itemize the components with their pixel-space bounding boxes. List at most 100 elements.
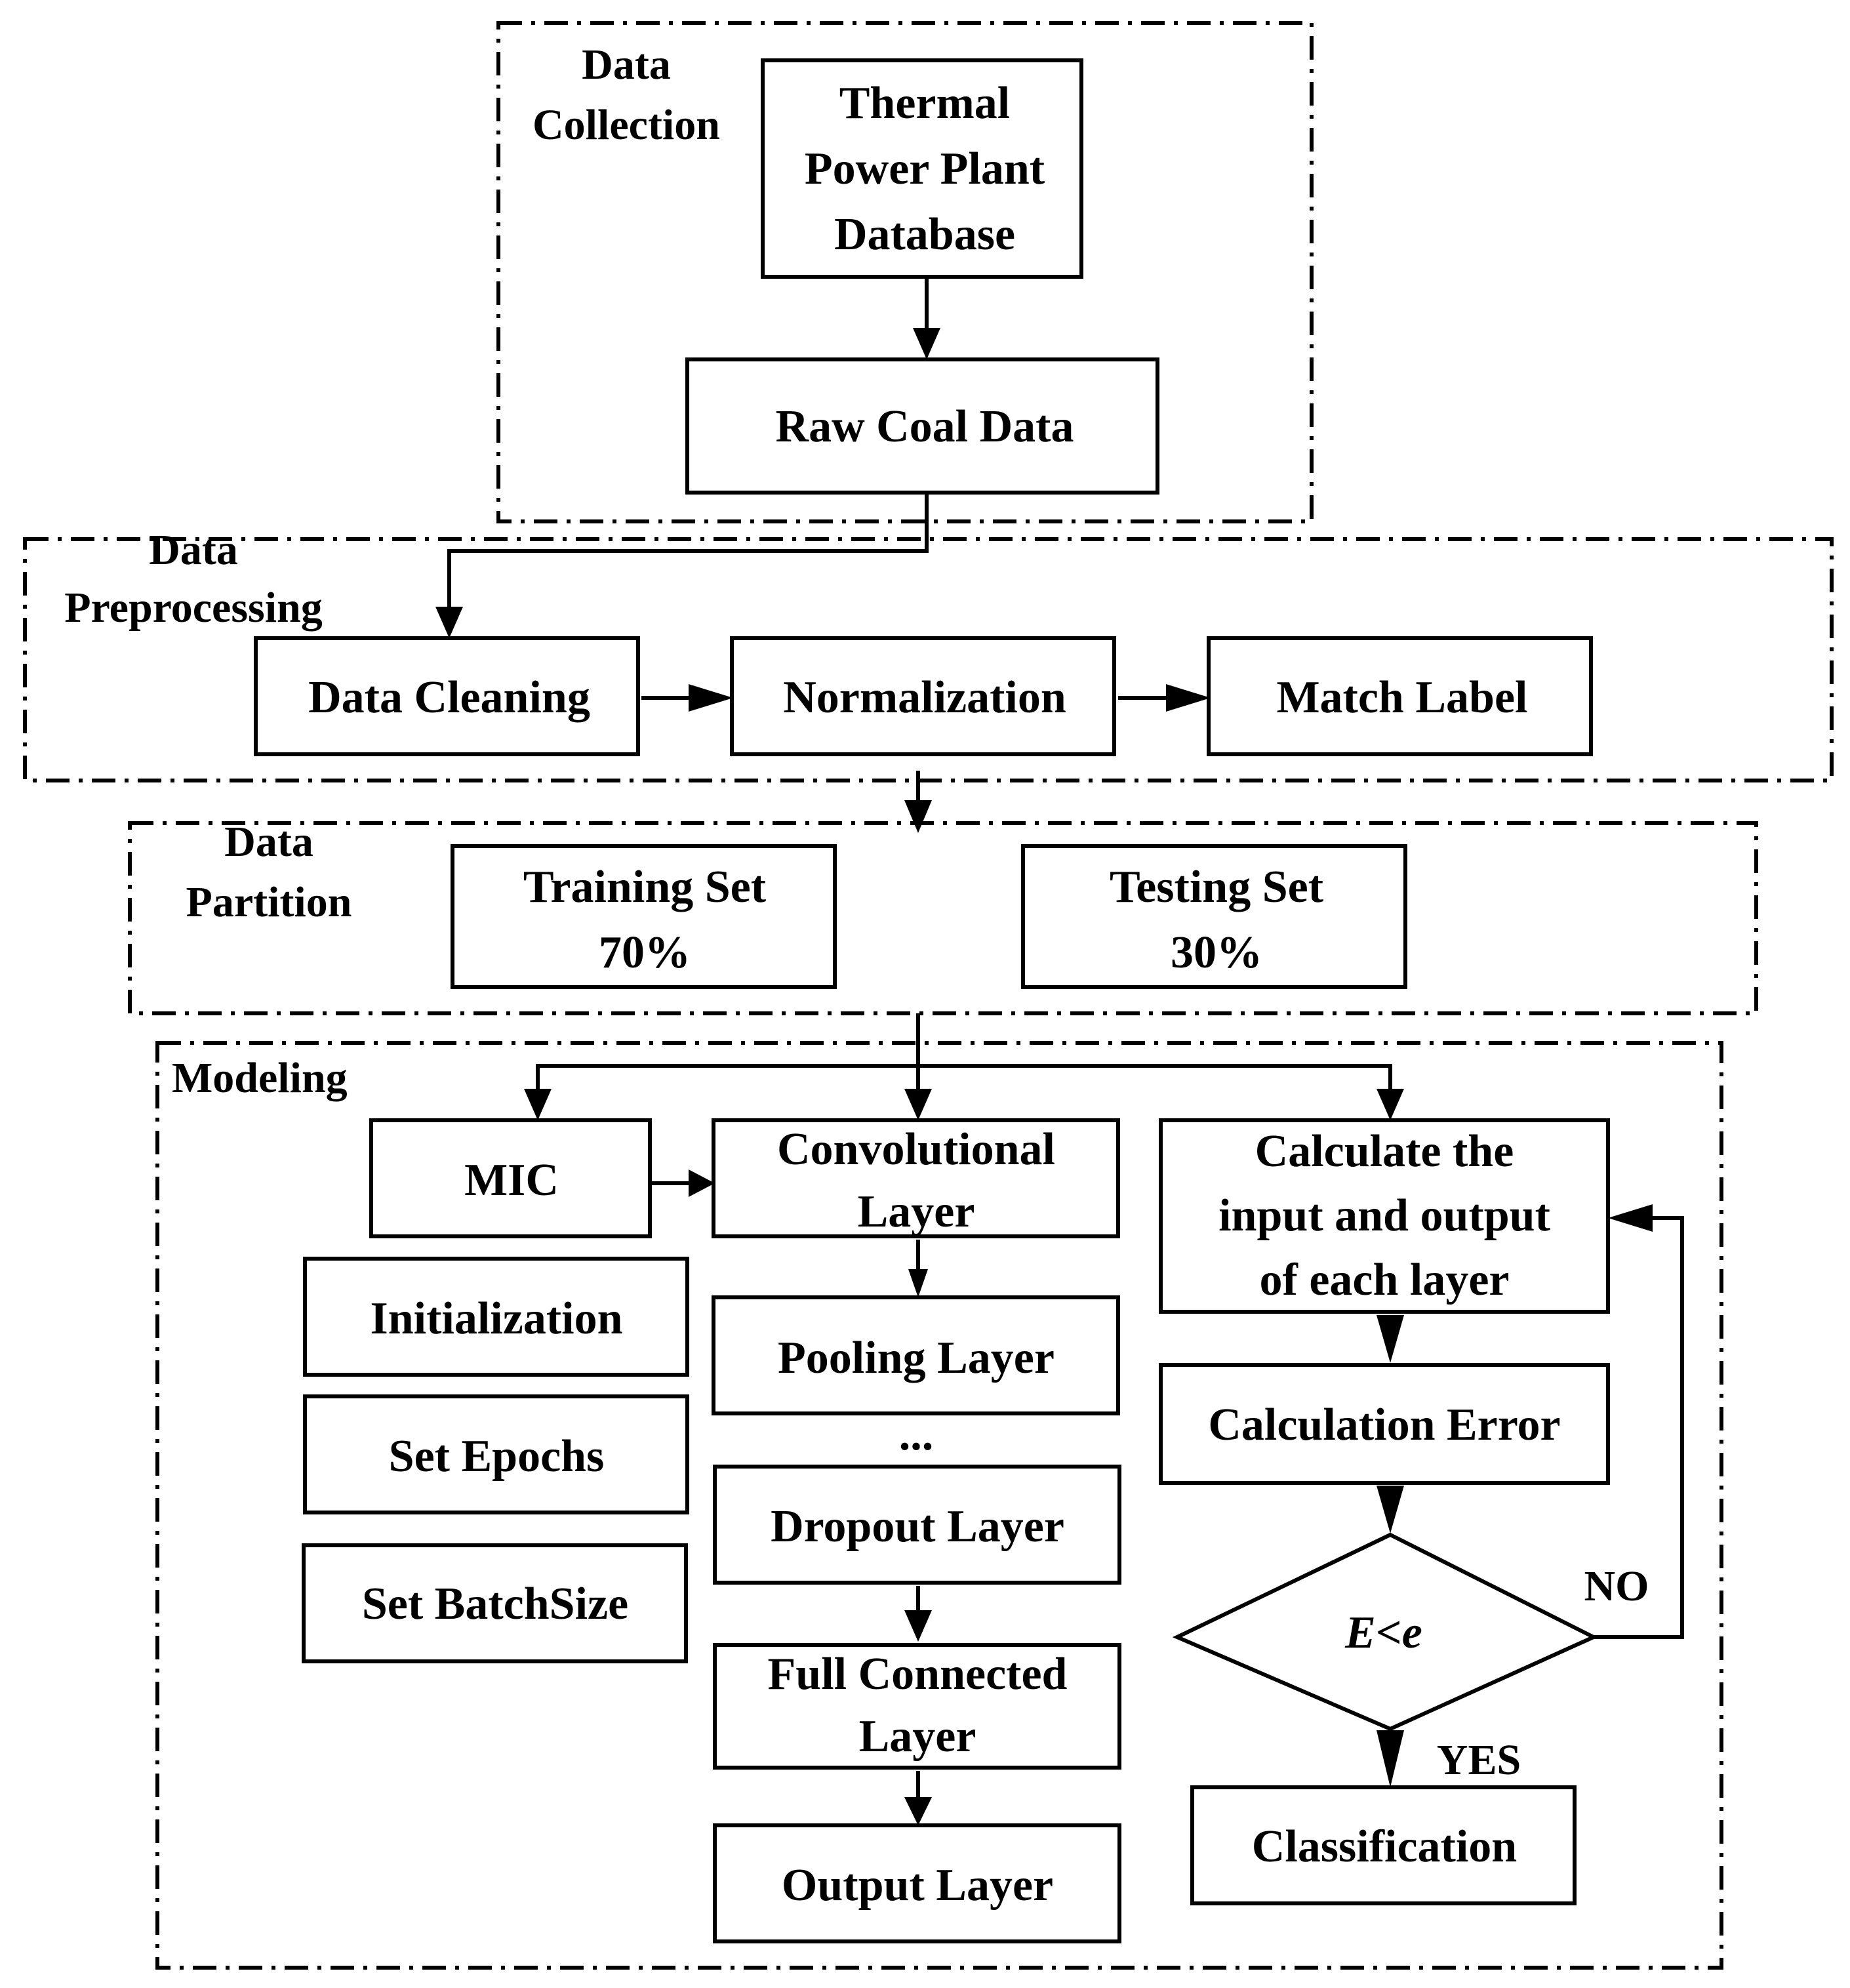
label-line: Thermal (839, 78, 1011, 129)
label-line: Output Layer (782, 1860, 1053, 1911)
arrow-head (1377, 1730, 1404, 1787)
node-calc-error-label: Calculation Error (1208, 1400, 1560, 1450)
node-dropout-box (713, 1465, 1121, 1585)
node-testing-label: Testing Set 30% (1110, 862, 1323, 978)
group-data-partition (128, 821, 1758, 1015)
node-dropout-label: Dropout Layer (771, 1501, 1064, 1552)
label-line: Power Plant (805, 144, 1045, 194)
node-pooling-label: Pooling Layer (778, 1333, 1055, 1383)
node-match-label-label: Match Label (1276, 672, 1527, 723)
label-line: Dropout Layer (771, 1501, 1064, 1552)
label-line: Initialization (370, 1293, 622, 1344)
arrow-head (689, 684, 733, 712)
label-line: Data (582, 41, 671, 89)
label-line: Normalization (783, 672, 1066, 723)
edge-label-yes: YES (1437, 1736, 1521, 1784)
node-initialization-box (303, 1257, 689, 1377)
label-line: Data Cleaning (308, 672, 590, 723)
arrow-head (904, 1089, 932, 1120)
label-line: Full Connected (768, 1649, 1068, 1699)
edge-partition-to-modeling (536, 1013, 920, 1089)
label-line: E<e (1344, 1608, 1422, 1658)
label-line: 70% (599, 927, 691, 978)
node-set-epochs-box (303, 1394, 689, 1514)
label-line: Calculate the (1255, 1126, 1514, 1177)
node-set-batchsize-label: Set BatchSize (362, 1579, 628, 1629)
node-thermal-db-box (761, 58, 1083, 279)
node-match-label-box (1207, 636, 1593, 756)
label-line: Database (834, 209, 1015, 260)
label-line: ... (899, 1410, 934, 1460)
node-decision-label: E<e (1344, 1608, 1422, 1658)
label-line: Testing Set (1110, 862, 1323, 912)
label-line: Layer (858, 1187, 975, 1237)
arrow-head (908, 1269, 928, 1297)
node-training-label: Training Set 70% (523, 862, 766, 978)
node-cleaning-box (254, 636, 640, 756)
arrow-head (689, 1169, 715, 1197)
label-line: Preprocessing (64, 584, 323, 632)
arrow-head (904, 1797, 932, 1825)
node-conv-box (712, 1118, 1120, 1238)
label-line: Collection (533, 101, 720, 149)
node-output-label: Output Layer (782, 1860, 1053, 1911)
label-line: Layer (859, 1711, 976, 1762)
node-set-epochs-label: Set Epochs (389, 1431, 605, 1482)
node-decision-diamond (1172, 1532, 1598, 1732)
node-full-connected-box (713, 1643, 1121, 1770)
label-line: Set Epochs (389, 1431, 605, 1482)
group-label-modeling: Modeling (172, 1054, 348, 1102)
label-line: Data (224, 818, 313, 866)
label-line: Calculation Error (1208, 1400, 1560, 1450)
label-line: of each layer (1260, 1255, 1510, 1305)
label-line: Data (149, 526, 238, 574)
arrow-head (904, 800, 932, 833)
node-initialization-label: Initialization (370, 1293, 622, 1344)
label-line: Convolutional (777, 1124, 1055, 1175)
node-classification-box (1190, 1785, 1577, 1905)
node-pooling-box (712, 1295, 1120, 1415)
edge-branch-calc (918, 1064, 1392, 1089)
node-cleaning-label: Data Cleaning (308, 672, 590, 723)
arrow-head (435, 607, 463, 638)
arrow-head (1377, 1315, 1404, 1363)
node-raw-coal-label: Raw Coal Data (776, 401, 1074, 452)
arrow-head (1377, 1486, 1404, 1533)
label-line: Training Set (523, 862, 766, 912)
node-normalization-label: Normalization (783, 672, 1066, 723)
edge-raw-to-cleaning (447, 494, 929, 607)
label-line: Match Label (1276, 672, 1527, 723)
arrow-head (1608, 1204, 1653, 1232)
label-line: MIC (464, 1155, 559, 1206)
arrow-head (1166, 684, 1211, 712)
node-output-box (713, 1823, 1121, 1943)
arrow-head (904, 1610, 932, 1642)
label-line: Classification (1252, 1821, 1517, 1872)
node-ellipsis: ... (899, 1410, 934, 1460)
arrow-head (1377, 1089, 1404, 1120)
node-mic-label: MIC (464, 1155, 559, 1206)
node-mic-box (369, 1118, 652, 1238)
label-line: 30% (1171, 927, 1262, 978)
group-modeling (155, 1041, 1723, 1970)
node-normalization-box (730, 636, 1116, 756)
node-classification-label: Classification (1252, 1821, 1517, 1872)
node-testing-box (1021, 844, 1407, 989)
node-calc-error-box (1159, 1363, 1610, 1485)
arrow-head (524, 1089, 552, 1120)
label-line: Modeling (172, 1054, 348, 1102)
node-training-box (451, 844, 837, 989)
node-set-batchsize-box (302, 1543, 688, 1663)
label-line: Set BatchSize (362, 1579, 628, 1629)
label-line: Pooling Layer (778, 1333, 1055, 1383)
label-line: Partition (186, 878, 352, 926)
arrow-head (913, 328, 940, 359)
